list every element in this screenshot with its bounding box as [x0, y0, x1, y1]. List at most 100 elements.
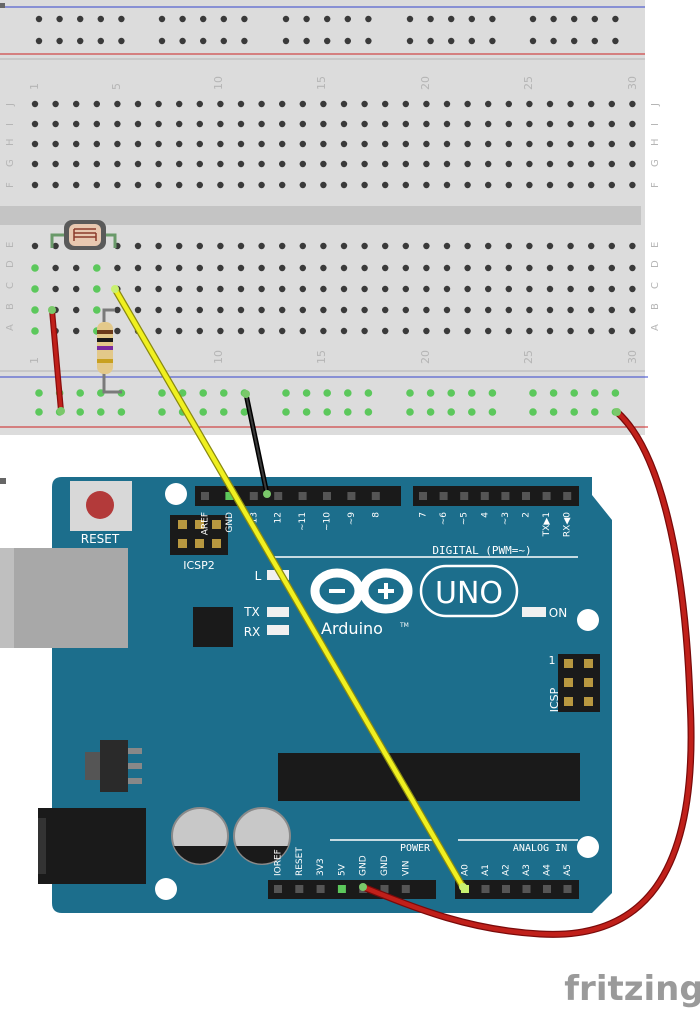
col-num-25-bottom: 25 — [522, 350, 535, 364]
col-num-15-bottom: 15 — [315, 350, 328, 364]
breadboard-hole — [423, 181, 430, 189]
rail-hole — [468, 37, 475, 45]
breadboard-hole — [629, 100, 636, 108]
rail-hole — [612, 37, 619, 45]
led-tx — [267, 607, 289, 617]
reset-button[interactable] — [86, 491, 114, 519]
breadboard-corner-marker — [0, 3, 5, 8]
breadboard-hole — [93, 264, 101, 272]
breadboard-hole — [93, 181, 101, 189]
breadboard-hole — [320, 140, 327, 148]
breadboard-hole — [31, 285, 39, 293]
breadboard-hole — [546, 181, 554, 189]
photoresistor[interactable] — [50, 220, 117, 250]
arduino-text: Arduino — [321, 619, 383, 638]
analog-pin-label: A4 — [543, 864, 553, 876]
breadboard-hole — [485, 160, 492, 168]
power-pin-label: VIN — [401, 860, 411, 876]
breadboard-hole — [382, 285, 389, 293]
breadboard-hole — [443, 140, 451, 148]
rail-hole — [302, 408, 311, 416]
breadboard-hole — [629, 160, 636, 168]
breadboard-hole — [608, 327, 615, 335]
digital-pin — [249, 492, 258, 500]
resistor[interactable] — [97, 308, 122, 394]
breadboard-hole — [217, 285, 224, 293]
breadboard-hole — [464, 285, 471, 293]
breadboard-hole — [588, 120, 595, 128]
breadboard-hole — [608, 242, 615, 250]
rail-hole — [365, 37, 372, 45]
rail-hole — [158, 389, 166, 397]
rail-hole — [118, 15, 125, 23]
breadboard-hole — [73, 264, 80, 272]
icsp-pin — [584, 678, 593, 687]
rail-hole — [468, 15, 475, 23]
breadboard-hole — [402, 100, 409, 108]
digital-pin — [225, 492, 234, 500]
breadboard-hole — [443, 306, 451, 314]
breadboard-hole — [382, 160, 389, 168]
breadboard-hole — [443, 327, 451, 335]
breadboard-hole — [485, 285, 492, 293]
breadboard-hole — [114, 181, 121, 189]
resistor-top-lead — [102, 308, 115, 322]
breadboard-hole — [279, 285, 286, 293]
row-letter-f-right: F — [650, 182, 661, 188]
rail-hole — [488, 389, 497, 397]
wire-5v-red[interactable] — [360, 409, 694, 937]
breadboard-divider-bottom — [0, 370, 645, 372]
icsp-pin — [564, 678, 573, 687]
wire-rail-jumper[interactable] — [50, 308, 63, 413]
row-letter-i-left: I — [5, 123, 16, 126]
rail-hole — [406, 408, 414, 416]
digital-pin-label: 2 — [522, 512, 532, 518]
breadboard-hole — [526, 242, 533, 250]
breadboard-hole — [423, 285, 430, 293]
breadboard-hole — [608, 306, 615, 314]
breadboard-hole — [485, 306, 492, 314]
col-num-10-bottom: 10 — [212, 350, 225, 364]
usb-chip — [193, 607, 233, 647]
wire-end-dot — [48, 306, 56, 314]
breadboard-hole — [320, 160, 327, 168]
power-pin-label: 3V3 — [316, 858, 326, 876]
breadboard-hole — [299, 306, 306, 314]
digital-pin-label: 13 — [249, 512, 259, 523]
rail-hole — [97, 408, 105, 416]
breadboard-hole — [629, 264, 636, 272]
breadboard-hole — [134, 306, 142, 314]
breadboard-hole — [320, 306, 327, 314]
breadboard-hole — [114, 120, 121, 128]
breadboard-hole — [361, 120, 368, 128]
breadboard-hole — [505, 140, 512, 148]
rail-hole — [550, 37, 557, 45]
breadboard-hole — [134, 160, 142, 168]
icsp2-label: ICSP2 — [183, 559, 215, 572]
breadboard-hole — [505, 160, 512, 168]
breadboard-hole — [299, 100, 306, 108]
rail-hole — [76, 408, 84, 416]
rail-hole — [179, 15, 186, 23]
rail-hole — [529, 408, 537, 416]
col-num-30-bottom: 30 — [626, 350, 639, 364]
row-letter-a-left: A — [5, 324, 16, 331]
wire-end-dot — [57, 407, 65, 415]
breadboard-hole — [485, 181, 492, 189]
logo-right-ring — [359, 568, 413, 614]
digital-pin-label: 12 — [274, 512, 284, 523]
breadboard-hole — [588, 140, 595, 148]
breadboard-hole — [52, 160, 59, 168]
breadboard-hole — [320, 100, 327, 108]
wire-a0-yellow[interactable] — [112, 286, 466, 890]
breadboard-hole — [402, 264, 409, 272]
icsp2-pin — [212, 539, 221, 548]
mounting-hole-right-lower — [577, 836, 599, 858]
breadboard-hole — [299, 160, 306, 168]
breadboard-hole — [155, 120, 162, 128]
breadboard-hole — [629, 327, 636, 335]
led-tx-label: TX — [243, 605, 260, 619]
breadboard-hole — [402, 242, 409, 250]
rail-hole — [323, 408, 332, 416]
breadboard-hole — [196, 242, 203, 250]
